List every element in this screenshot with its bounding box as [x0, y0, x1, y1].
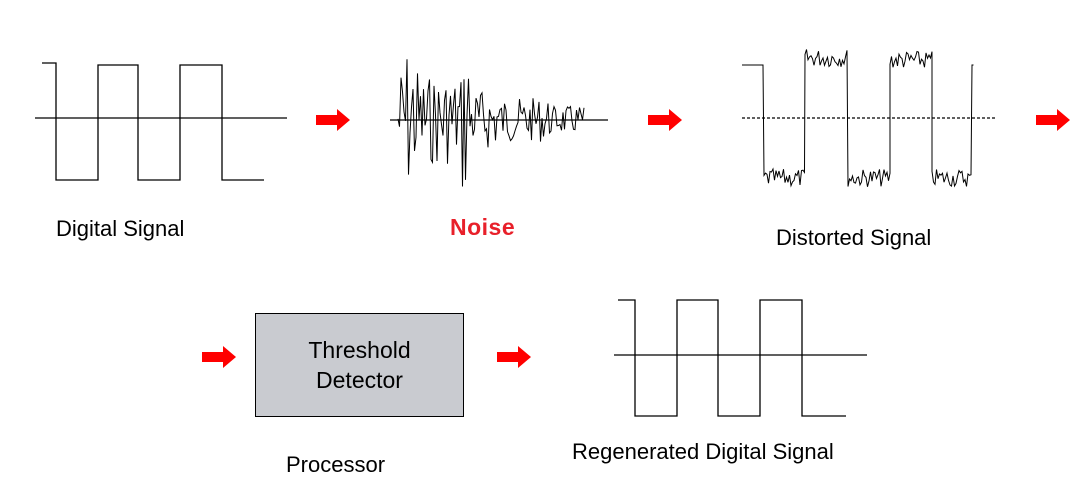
digital-signal-pulses: [42, 62, 264, 181]
right-arrow-icon: [648, 109, 682, 131]
processor-label: Processor: [286, 452, 386, 477]
digital-signal-label: Digital Signal: [56, 216, 185, 241]
distorted-signal-label: Distorted Signal: [776, 225, 932, 250]
threshold-detector-line1: Threshold: [308, 337, 411, 363]
threshold-detector-box: Threshold Detector: [255, 313, 464, 417]
distorted-signal-waveform: [742, 49, 995, 188]
right-arrow-icon: [497, 346, 531, 368]
digital-signal-waveform: [35, 62, 287, 181]
right-arrow-icon: [202, 346, 236, 368]
distorted-signal-trace: [742, 49, 974, 188]
threshold-detector-line2: Detector: [316, 367, 403, 393]
regenerated-signal-label: Regenerated Digital Signal: [572, 439, 834, 464]
noise-label: Noise: [450, 214, 516, 240]
noise-waveform: [390, 59, 608, 187]
right-arrow-icon: [316, 109, 350, 131]
right-arrow-icon: [1036, 109, 1070, 131]
regenerated-signal-waveform: [614, 299, 867, 417]
noise-trace: [397, 59, 585, 187]
regenerated-signal-pulses: [618, 299, 846, 417]
